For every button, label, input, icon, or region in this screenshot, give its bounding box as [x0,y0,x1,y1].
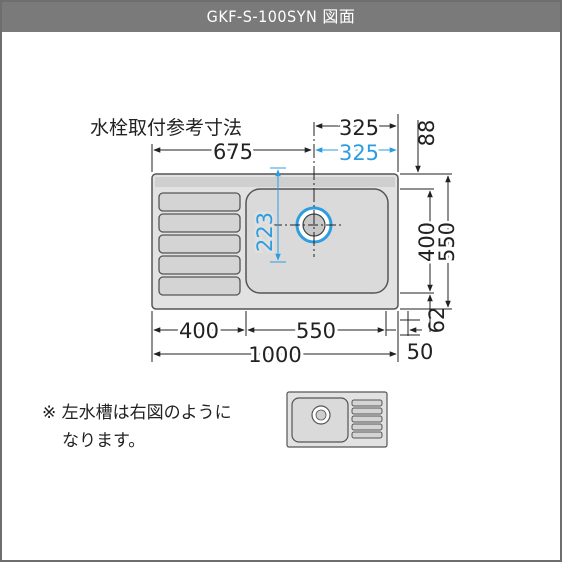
dim-550-label: 550 [435,222,459,262]
bottom-dimensions [151,311,422,362]
drainboard-ribs [158,192,241,296]
dim-223-blue: 223 [251,167,286,263]
faucet-reference-label: 水栓取付参考寸法 [90,117,242,139]
dim-325-black: 325 [315,113,399,172]
dim-bottom-550-label: 550 [296,319,336,343]
dim-400-label: 400 [415,222,439,262]
page-title: GKF-S-100SYN 図面 [206,7,356,26]
title-bar [2,2,560,32]
dim-bottom-400-label: 400 [179,319,219,343]
note-line-1: ※ 左水槽は右図のように [42,403,232,423]
dim-bottom-1000-label: 1000 [248,343,301,367]
dim-bottom-50-label: 50 [407,340,434,364]
dim-325-blue: 325 [315,138,397,168]
svg-text:675: 675 [213,140,253,164]
dim-675: 675 [151,137,312,172]
sink-top-view [151,173,399,310]
note-line-2: なります。 [62,431,145,451]
svg-text:325: 325 [339,141,379,165]
dim-62-label: 62 [425,307,449,334]
left-basin-sink-thumbnail [286,391,388,448]
sink-drawing: 水栓取付参考寸法 [42,113,462,451]
svg-text:325: 325 [339,116,379,140]
svg-text:223: 223 [253,212,277,252]
dim-88-label: 88 [415,120,439,147]
right-dimensions [400,120,452,336]
